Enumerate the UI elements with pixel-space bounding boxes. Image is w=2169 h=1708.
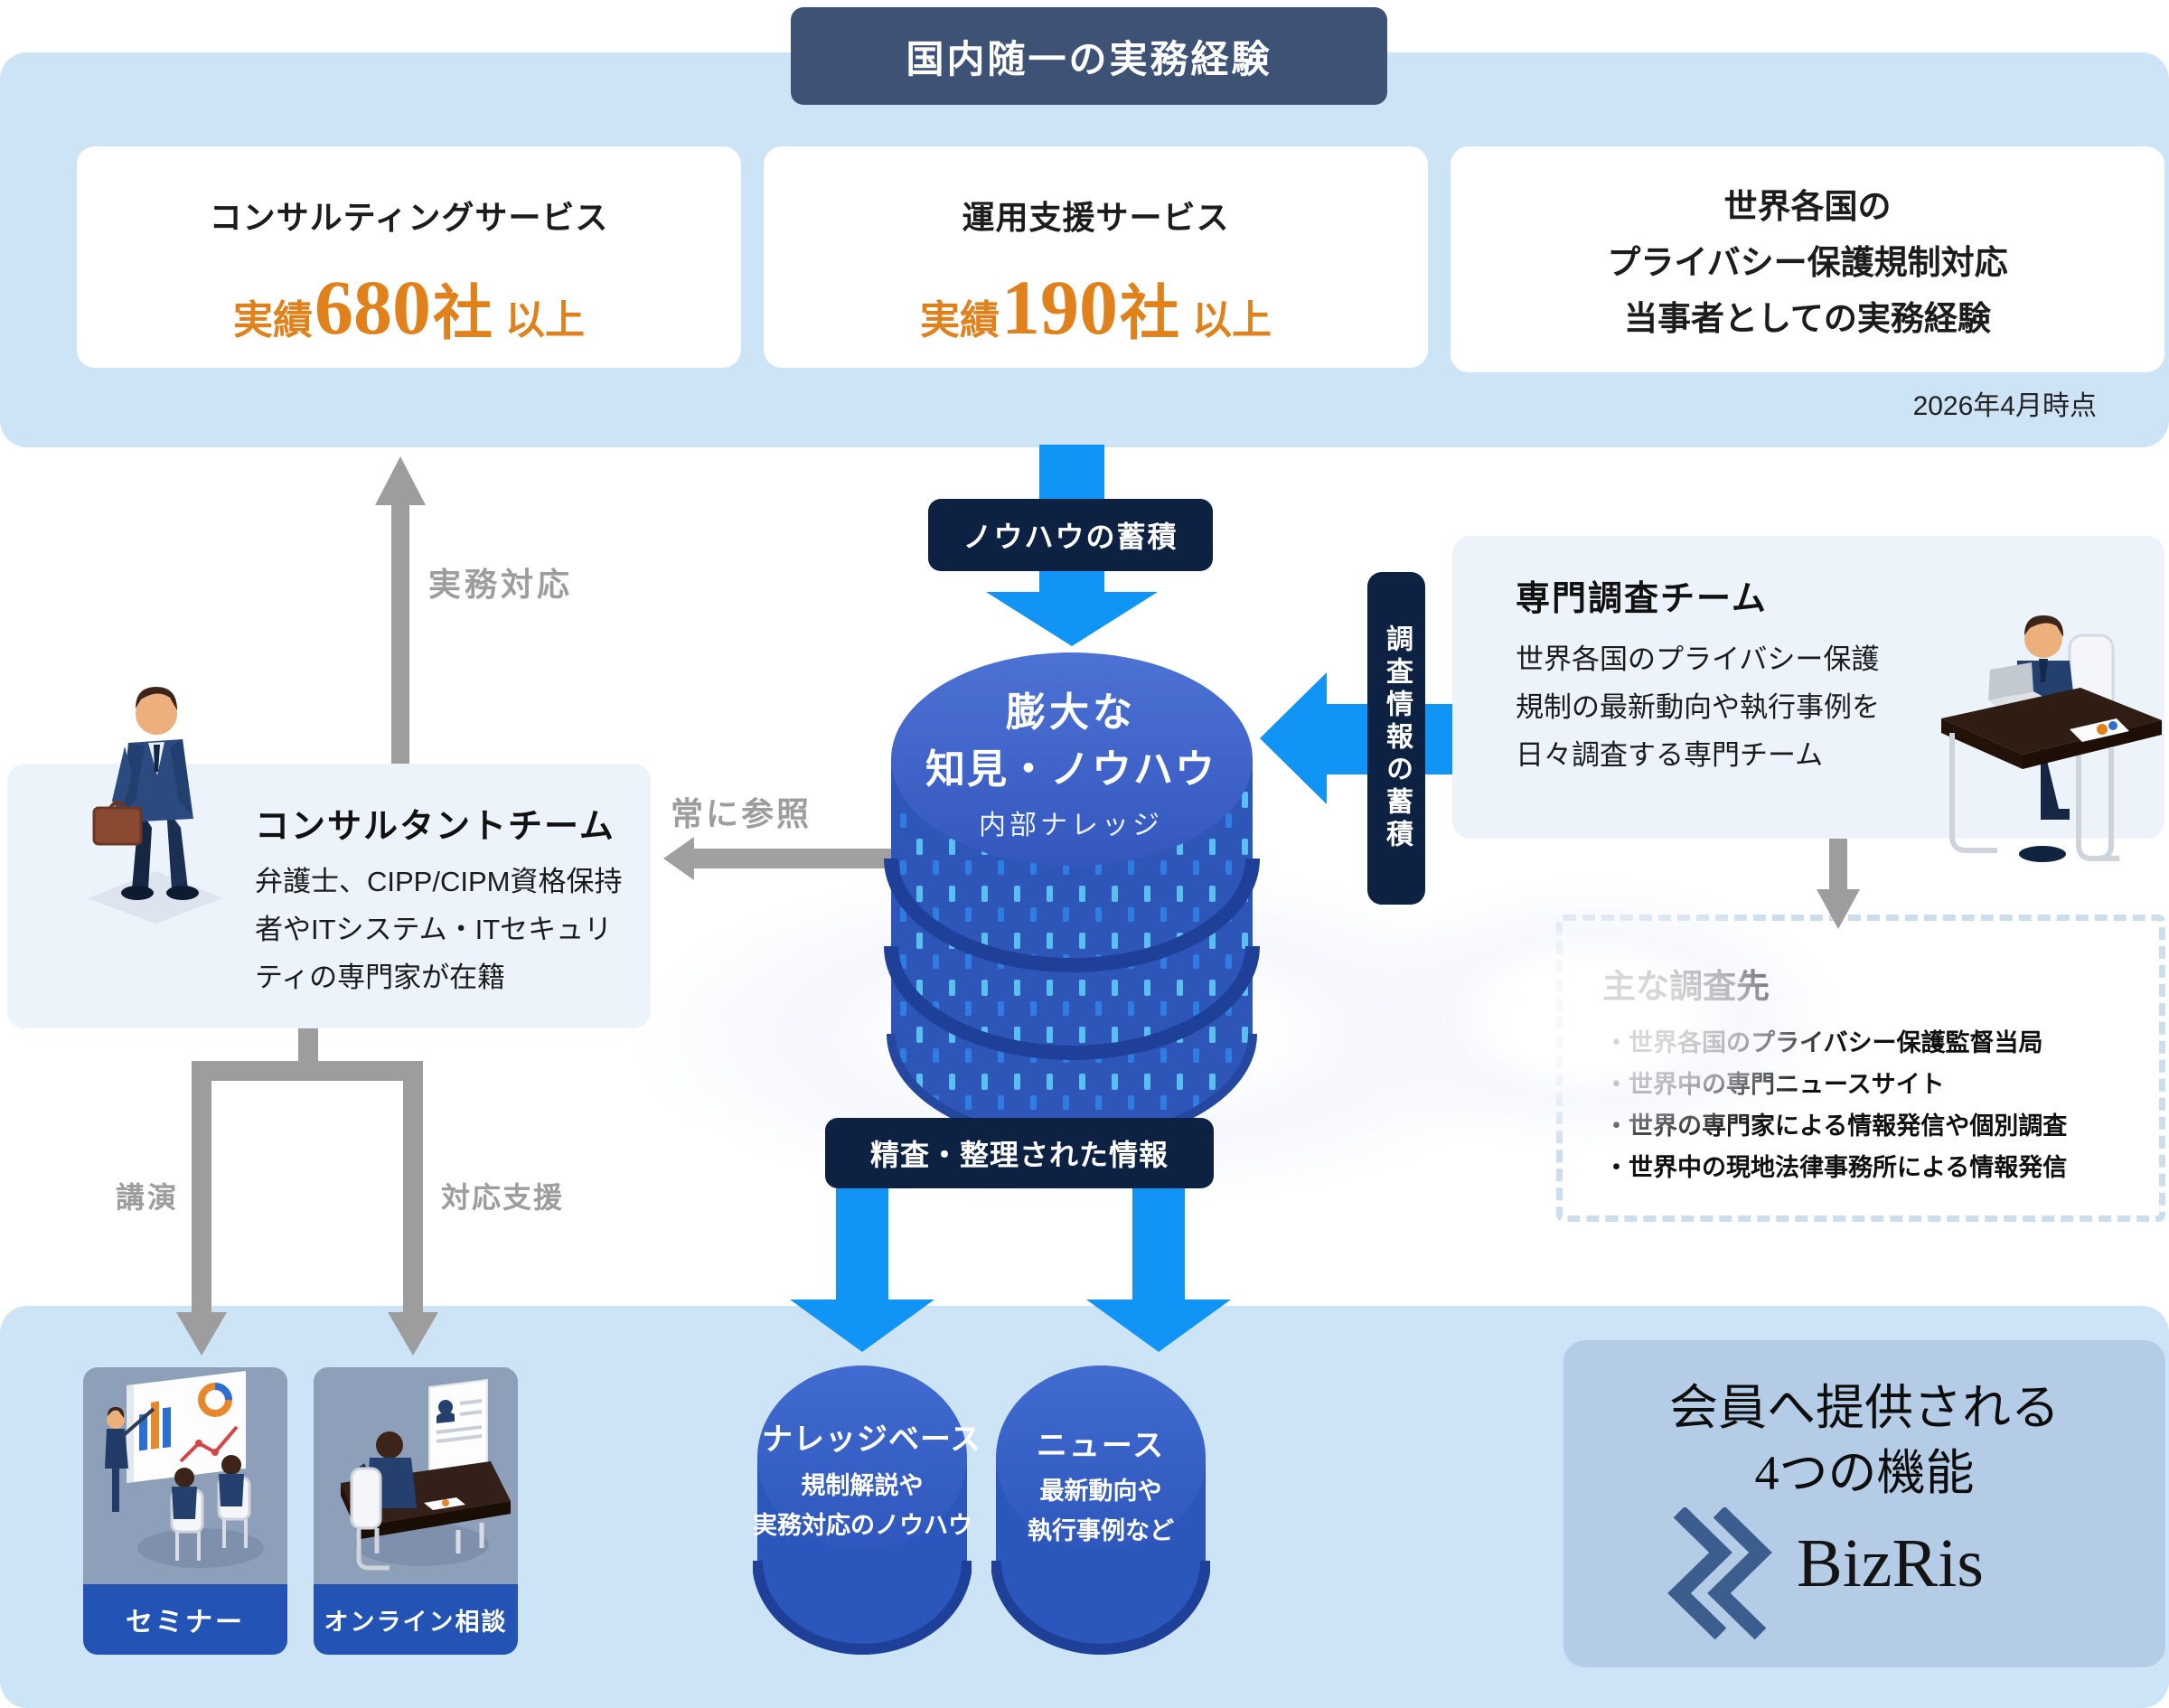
results-suffix: 以上 [1192,298,1272,343]
research-team-line: 世界各国のプライバシー保護 [1516,643,1880,675]
kb-line1: 規制解説や [801,1472,924,1499]
kb-title: ナレッジベース [762,1422,982,1457]
membership-line2: 4つの機能 [1754,1446,1975,1500]
consulting-results: 実績 680 社 以上 [77,262,741,352]
membership-line1: 会員へ提供される [1669,1381,2060,1435]
consultant-team-line: 者やITシステム・ITセキュリ [255,914,613,945]
research-team-line: 日々調査する専門チーム [1516,739,1824,771]
research-team-line: 規制の最新動向や執行事例を [1516,691,1880,723]
news-title: ニュース [1036,1429,1166,1463]
knowledge-db-cylinder [884,652,1260,1145]
research-team-title: 専門調査チーム [1516,580,1768,618]
support-arrow-shaft [403,1061,423,1316]
consultant-team-line: ティの専門家が在籍 [255,962,506,993]
reference-label: 常に参照 [671,795,812,832]
db-sub: 内部ナレッジ [979,811,1163,840]
knowhow-accum-pill: ノウハウの蓄積 [928,499,1213,571]
businessman-illustration [88,687,223,924]
bizris-logo-icon [1667,1507,1772,1640]
global-line-1: 世界各国の [1723,188,1892,225]
results-number: 190 [1001,264,1118,351]
refined-info-pill: 精査・整理された情報 [825,1118,1214,1188]
kb-arrow-shaft [836,1188,888,1304]
branch-bar [192,1061,423,1081]
results-number: 680 [315,264,431,351]
top-banner-label: 国内随一の実務経験 [906,37,1272,80]
membership-panel: 会員へ提供される 4つの機能 BizRis [1563,1340,2165,1667]
news-cylinder [991,1365,1210,1655]
knowhow-accum-label: ノウハウの蓄積 [962,521,1178,553]
operation-support-title: 運用支援サービス [962,199,1230,236]
practical-arrow-head-icon [375,456,426,505]
seminar-label: セミナー [83,1584,287,1655]
news-arrow-shaft [1132,1188,1185,1304]
seminar-card: セミナー [83,1367,287,1655]
global-line-3: 当事者としての実務経験 [1624,300,1991,337]
db-line2: 知見・ノウハウ [925,747,1216,792]
seminar-illustration [105,1371,264,1568]
db-line1: 膨大な [1006,690,1136,735]
research-team-body: 世界各国のプライバシー保護 規制の最新動向や執行事例を 日々調査する専門チーム [1516,635,1949,779]
news-line2: 執行事例など [1028,1517,1174,1544]
support-label: 対応支援 [441,1181,565,1214]
consultant-team-body: 弁護士、CIPP/CIPM資格保持 者やITシステム・ITセキュリ ティの専門家… [255,858,643,1001]
operation-support-card: 運用支援サービス 実績 190 社 以上 [764,146,1428,368]
online-consult-illustration [341,1378,511,1571]
knowhow-arrow-head-icon [986,592,1158,646]
results-prefix: 実績 [233,298,313,343]
research-accum-label: 調査情報の蓄積 [1382,624,1412,852]
practical-arrow-shaft [391,502,409,765]
results-unit: 社 [433,281,493,347]
as-of-date: 2026年4月時点 [1912,391,2097,421]
consultant-team-title: コンサルタントチーム [255,808,615,846]
bizris-brand: BizRis [1797,1525,1984,1601]
results-prefix: 実績 [920,298,1000,343]
news-line1: 最新動向や [1039,1478,1162,1505]
lecture-label: 講演 [116,1181,180,1214]
consultant-team-line: 弁護士、CIPP/CIPM資格保持 [255,866,623,897]
research-accum-pill: 調査情報の蓄積 [1367,572,1425,905]
results-suffix: 以上 [505,298,585,343]
results-unit: 社 [1120,281,1179,347]
glow-ellipse-right [1338,877,1844,1157]
kb-line2: 実務対応のノウハウ [753,1512,972,1539]
lecture-arrow-shaft [192,1061,211,1316]
online-consult-card: オンライン相談 [314,1367,518,1655]
global-experience-text: 世界各国の プライバシー保護規制対応 当事者としての実務経験 [1451,179,2164,347]
operation-results: 実績 190 社 以上 [764,262,1428,352]
practical-label: 実務対応 [428,566,574,603]
refined-info-label: 精査・整理された情報 [869,1139,1169,1171]
researcher-illustration [1941,615,2162,862]
top-banner: 国内随一の実務経験 [791,7,1387,105]
source-item: ・世界中の現地法律事務所による情報発信 [1604,1154,2068,1181]
global-line-2: プライバシー保護規制対応 [1607,244,2008,281]
sources-arrow-shaft [1829,839,1847,891]
reference-arrow-shaft [692,849,893,868]
global-experience-card: 世界各国の プライバシー保護規制対応 当事者としての実務経験 [1451,146,2164,372]
consulting-service-card: コンサルティングサービス 実績 680 社 以上 [77,146,741,368]
consulting-service-title: コンサルティングサービス [209,199,609,236]
research-arrow-head-icon [1260,672,1327,804]
knowledge-base-cylinder [753,1365,972,1655]
online-consult-label: オンライン相談 [314,1584,518,1655]
